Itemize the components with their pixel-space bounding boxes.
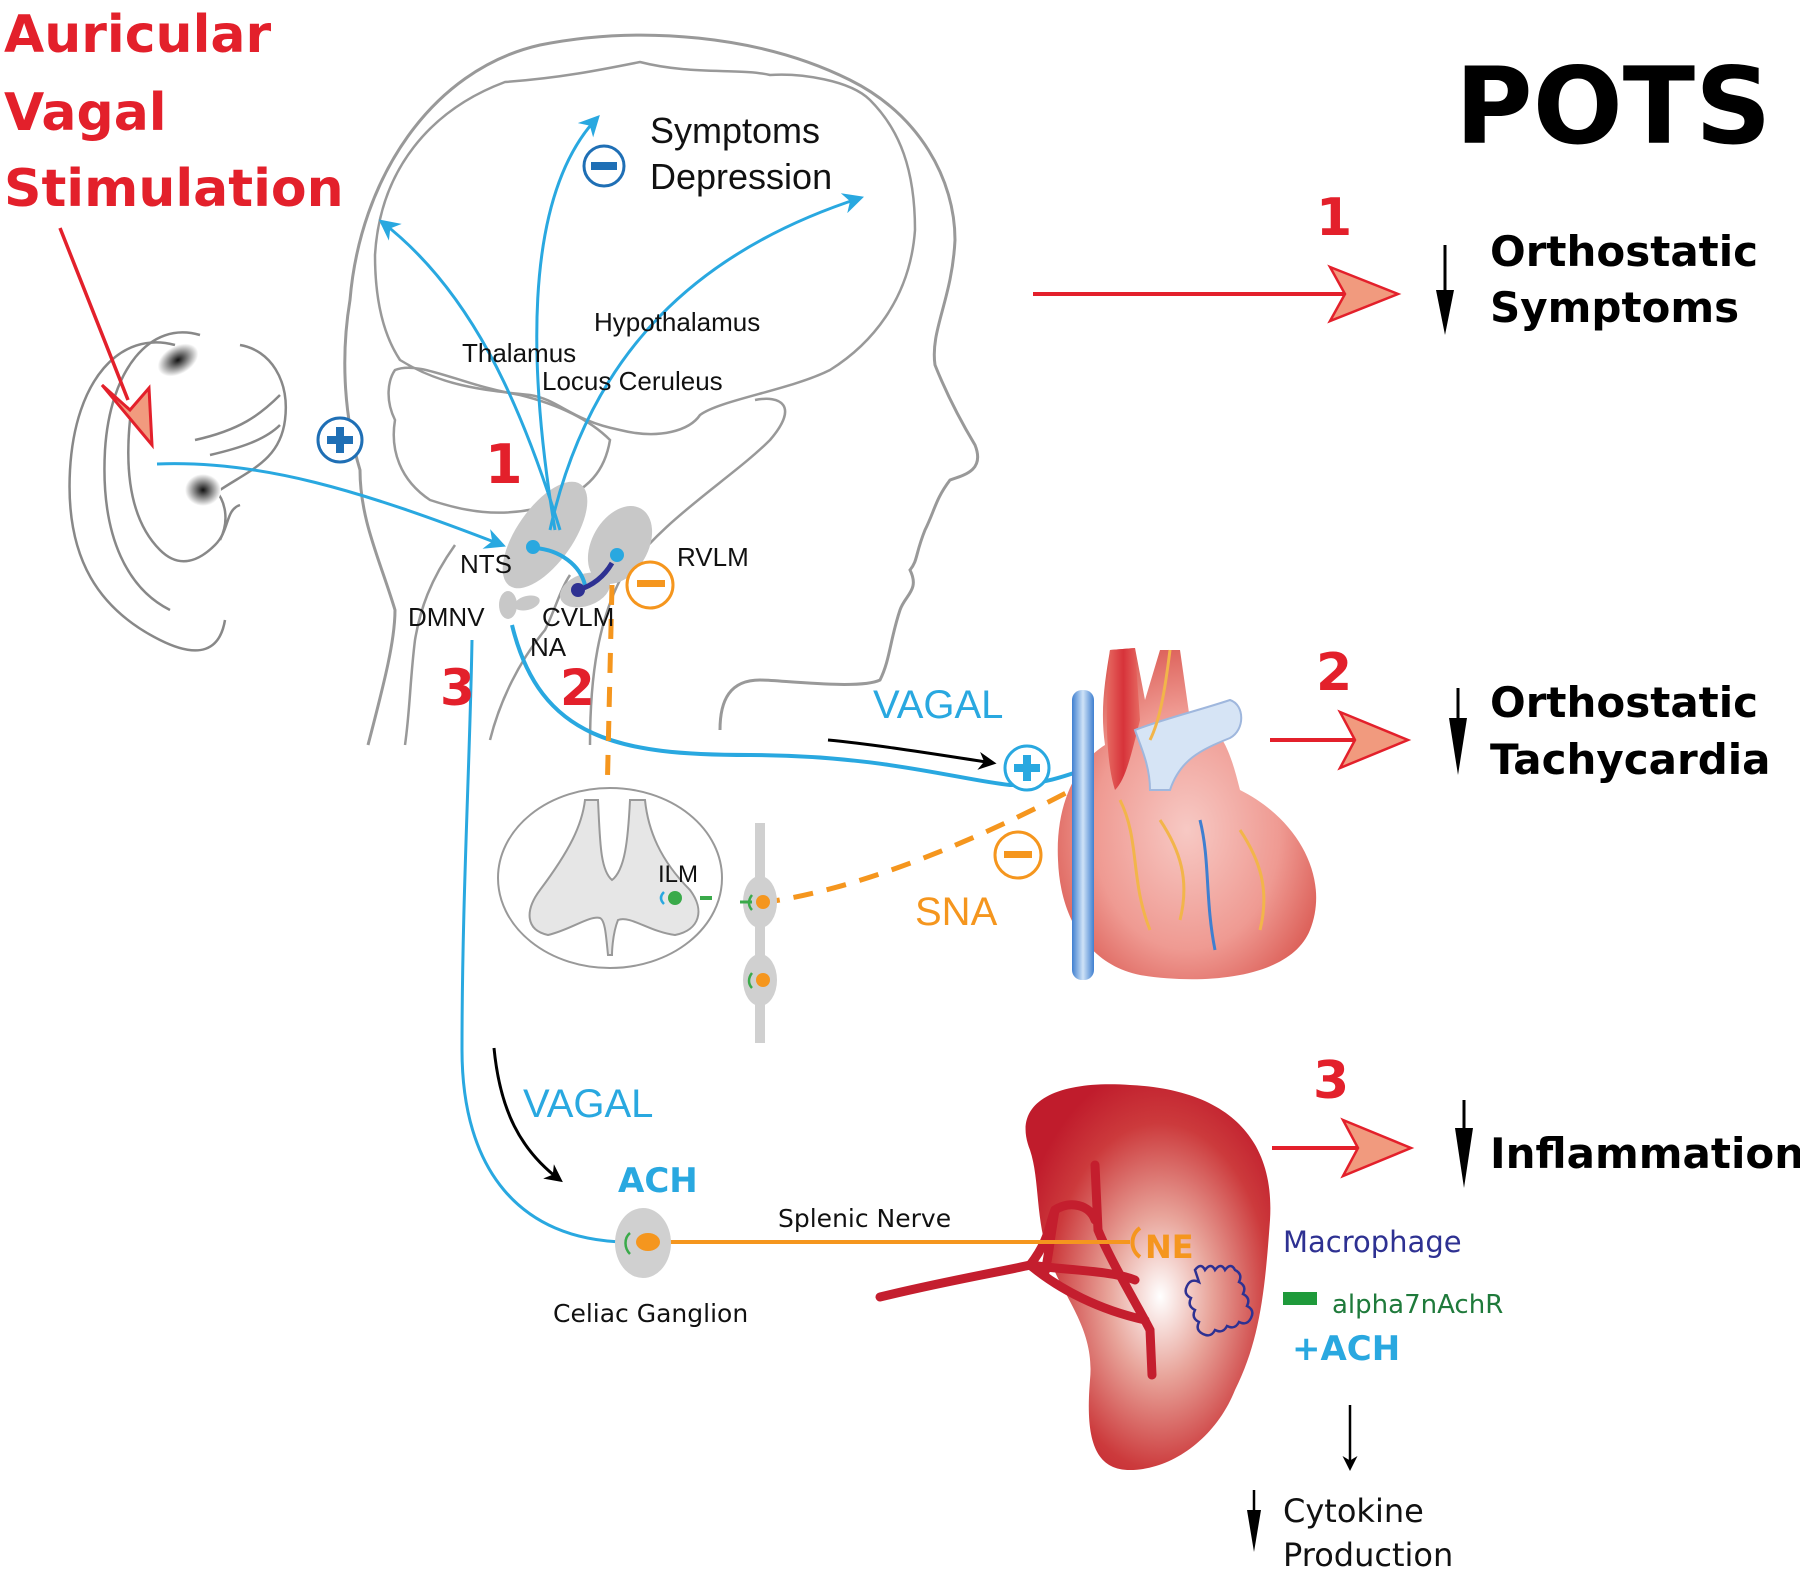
na-nucleus <box>514 595 540 611</box>
sympathetic-chain <box>740 823 777 1043</box>
locus-ceruleus-label: Locus Ceruleus <box>542 366 723 396</box>
outcome-1-line1: Orthostatic <box>1490 227 1758 276</box>
ear-concha-shadow <box>157 343 199 377</box>
dmnv-nucleus <box>499 591 517 619</box>
ne-synapse <box>1130 1226 1142 1259</box>
sna-label: SNA <box>915 890 998 934</box>
outcome-1-line2: Symptoms <box>1490 283 1739 332</box>
vagal-efferent-spleen <box>460 639 626 1244</box>
pathway-number-1: 1 <box>485 433 523 496</box>
rvlm-label: RVLM <box>677 542 749 572</box>
pathway-number-3: 3 <box>440 659 475 717</box>
ear-canal-shadow <box>185 474 221 506</box>
vagal-heart-direction-arrow <box>827 738 997 770</box>
stimulation-title-line3: Stimulation <box>4 159 344 219</box>
outcome-arrow-2 <box>1270 709 1412 771</box>
ilm-neuron <box>668 891 682 905</box>
outcome-arrow-3 <box>1272 1117 1415 1179</box>
vagal-spleen-direction-arrow <box>492 1047 563 1183</box>
spinal-cord-section <box>497 787 723 969</box>
plus-sign-afferent <box>316 416 364 464</box>
macrophage-label: Macrophage <box>1283 1225 1462 1259</box>
nts-label: NTS <box>460 549 512 579</box>
ear-illustration <box>68 331 288 652</box>
cvlm-label: CVLM <box>542 602 614 632</box>
splenic-nerve-label: Splenic Nerve <box>778 1204 951 1233</box>
afferent-ear-to-nts <box>156 462 506 549</box>
outcome-2-line2: Tachycardia <box>1490 735 1771 784</box>
alpha7-receptor <box>1283 1292 1317 1305</box>
pathway-number-2: 2 <box>560 659 595 717</box>
projection-thalamus <box>378 219 562 531</box>
vagal-spleen-label: VAGAL <box>523 1082 653 1126</box>
projection-symptoms <box>535 114 600 531</box>
minus-sign-rvlm <box>625 560 675 610</box>
ilm-synapse <box>659 891 665 905</box>
outcome-3-line1: Inflammation <box>1490 1129 1800 1178</box>
vagal-pathways <box>156 114 864 586</box>
page-title: POTS <box>1455 45 1771 168</box>
minus-sign-symptoms <box>582 144 626 188</box>
macrophage-cell <box>1184 1264 1254 1337</box>
cytokine-line2: Production <box>1283 1536 1453 1574</box>
minus-sign-sna <box>993 830 1043 880</box>
ne-label: NE <box>1145 1228 1194 1266</box>
brain-outline <box>373 60 917 746</box>
nts-neuron <box>526 540 540 554</box>
dmnv-label: DMNV <box>408 602 485 632</box>
stimulation-title-line2: Vagal <box>4 83 167 143</box>
rvlm-neuron <box>610 548 624 562</box>
projection-hypothalamus <box>548 193 864 531</box>
ach-label: ACH <box>618 1161 698 1201</box>
cytokine-line1: Cytokine <box>1283 1492 1424 1530</box>
decrease-arrow-icon <box>1436 245 1454 335</box>
alpha7nachr-label: alpha7nAchR <box>1332 1290 1503 1320</box>
decrease-arrow-icon <box>1247 1490 1261 1552</box>
cvlm-neuron <box>571 583 585 597</box>
decrease-arrow-icon <box>1455 1100 1473 1188</box>
celiac-ganglion-label: Celiac Ganglion <box>553 1299 748 1328</box>
na-label: NA <box>530 632 567 662</box>
nts-nucleus <box>502 481 588 589</box>
symptoms-label: Symptoms <box>650 110 820 151</box>
outcome-number-3: 3 <box>1313 1051 1349 1111</box>
vagal-heart-label: VAGAL <box>873 683 1003 727</box>
nts-to-cvlm <box>534 546 587 586</box>
ilm-label: ILM <box>658 861 698 888</box>
decrease-arrow-icon <box>1449 688 1467 775</box>
spleen-illustration <box>875 1084 1271 1470</box>
celiac-ganglion <box>615 1208 671 1278</box>
heart-illustration <box>1057 648 1317 980</box>
stimulation-title-line1: Auricular <box>4 5 271 65</box>
depression-label: Depression <box>650 156 832 197</box>
hypothalamus-label: Hypothalamus <box>594 307 760 337</box>
outcome-number-1: 1 <box>1316 188 1352 248</box>
ach-plus-label: +ACH <box>1292 1329 1400 1369</box>
stimulation-arrow <box>58 227 154 450</box>
rvlm-nucleus <box>587 506 653 584</box>
thalamus-label: Thalamus <box>462 338 576 368</box>
plus-sign-vagal-heart <box>1003 744 1051 792</box>
outcome-2-line1: Orthostatic <box>1490 678 1758 727</box>
outcome-number-2: 2 <box>1316 643 1352 703</box>
outcome-arrow-1 <box>1033 264 1402 324</box>
